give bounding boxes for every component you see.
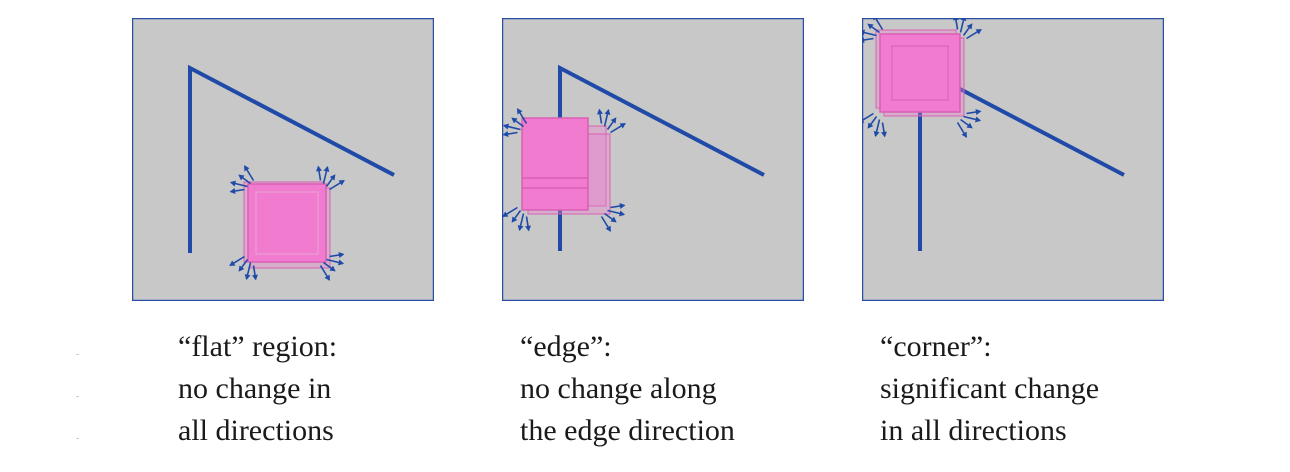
flat-region-illustration bbox=[132, 18, 434, 301]
edge-illustration bbox=[502, 18, 804, 301]
shift-arrow-head bbox=[324, 274, 330, 281]
shift-arrow-head bbox=[873, 131, 880, 138]
caption-line: “edge”: bbox=[520, 330, 612, 363]
shift-arrow-shaft bbox=[954, 18, 959, 30]
shift-arrow-shaft bbox=[862, 37, 874, 42]
shift-arrow-head bbox=[517, 225, 524, 232]
shift-arrow-head bbox=[953, 18, 959, 21]
caption-line: significant change bbox=[880, 372, 1100, 405]
shift-arrow-head bbox=[502, 123, 509, 130]
window-inner-outline bbox=[255, 191, 319, 255]
shift-arrow-head bbox=[862, 29, 865, 36]
window-inner-outline bbox=[891, 45, 949, 101]
caption-line: the edge direction bbox=[520, 414, 735, 447]
shift-arrow-head bbox=[610, 117, 617, 124]
shift-arrow-head bbox=[511, 216, 518, 223]
shift-arrow-head bbox=[238, 265, 245, 272]
caption-edge: “edge”: no change along the edge directi… bbox=[520, 326, 735, 452]
panel-edge bbox=[502, 18, 804, 301]
shift-arrow-head bbox=[338, 180, 345, 186]
shift-arrow-head bbox=[619, 123, 626, 129]
shift-arrow-head bbox=[517, 108, 523, 115]
shift-arrow-head bbox=[238, 174, 245, 181]
shift-arrow-head bbox=[966, 122, 973, 129]
shift-arrow-head bbox=[605, 225, 611, 232]
margin-tick bbox=[76, 438, 79, 439]
shift-arrow-head bbox=[525, 225, 531, 232]
shift-arrow-head bbox=[960, 18, 967, 21]
shift-arrow-head bbox=[975, 116, 982, 123]
caption-line: no change along bbox=[520, 372, 717, 405]
shift-arrow-head bbox=[329, 174, 336, 181]
caption-line: in all directions bbox=[880, 414, 1067, 447]
corner-shape-line bbox=[188, 64, 395, 253]
margin-tick bbox=[76, 354, 79, 355]
shifting-window bbox=[247, 183, 327, 263]
shifting-window bbox=[879, 33, 961, 113]
shift-arrow-head bbox=[502, 211, 509, 217]
shift-arrow-head bbox=[867, 23, 874, 30]
shift-arrow-head bbox=[873, 18, 878, 21]
shift-arrow-head bbox=[867, 122, 874, 129]
caption-line: “flat” region: bbox=[178, 330, 338, 363]
shift-arrow-shaft bbox=[874, 18, 884, 30]
shift-arrow-head bbox=[502, 131, 509, 137]
shift-arrows bbox=[502, 108, 626, 232]
shift-arrow-head bbox=[619, 203, 626, 209]
shift-arrow-head bbox=[862, 37, 865, 43]
caption-line: “corner”: bbox=[880, 330, 992, 363]
caption-corner: “corner”: significant change in all dire… bbox=[880, 326, 1099, 452]
shift-arrow-head bbox=[966, 23, 973, 30]
panel-flat-region bbox=[132, 18, 434, 301]
shift-arrow-head bbox=[338, 252, 345, 258]
shift-arrow-head bbox=[323, 165, 330, 172]
shift-arrow-head bbox=[244, 274, 251, 281]
shift-arrow-head bbox=[604, 108, 611, 115]
shift-arrow-head bbox=[244, 165, 250, 172]
caption-line: no change in bbox=[178, 372, 332, 405]
margin-tick bbox=[76, 396, 79, 397]
shift-arrows bbox=[229, 165, 345, 281]
corner-illustration bbox=[862, 18, 1164, 301]
shift-arrow-head bbox=[619, 210, 626, 217]
shift-arrow-head bbox=[338, 259, 345, 266]
shift-arrow-head bbox=[610, 216, 617, 223]
panel-corner bbox=[862, 18, 1164, 301]
shift-arrow-head bbox=[975, 29, 982, 35]
shift-arrow-head bbox=[961, 131, 967, 138]
shift-arrow-shaft bbox=[862, 112, 874, 122]
shift-arrow-head bbox=[229, 188, 236, 194]
shift-arrow-head bbox=[511, 117, 518, 124]
shift-arrow-head bbox=[229, 180, 236, 187]
caption-flat-region: “flat” region: no change in all directio… bbox=[178, 326, 337, 452]
shift-arrow-head bbox=[862, 118, 865, 123]
shift-arrow-head bbox=[597, 108, 603, 115]
shift-arrow-head bbox=[975, 109, 982, 115]
shift-arrow-head bbox=[329, 265, 336, 272]
shift-arrow-head bbox=[229, 260, 236, 266]
shift-arrow-head bbox=[881, 131, 887, 138]
shift-arrow-head bbox=[252, 274, 258, 281]
shifting-window bbox=[521, 117, 589, 211]
shift-arrows bbox=[862, 18, 982, 138]
caption-line: all directions bbox=[178, 414, 334, 447]
shift-arrow-head bbox=[316, 165, 322, 172]
